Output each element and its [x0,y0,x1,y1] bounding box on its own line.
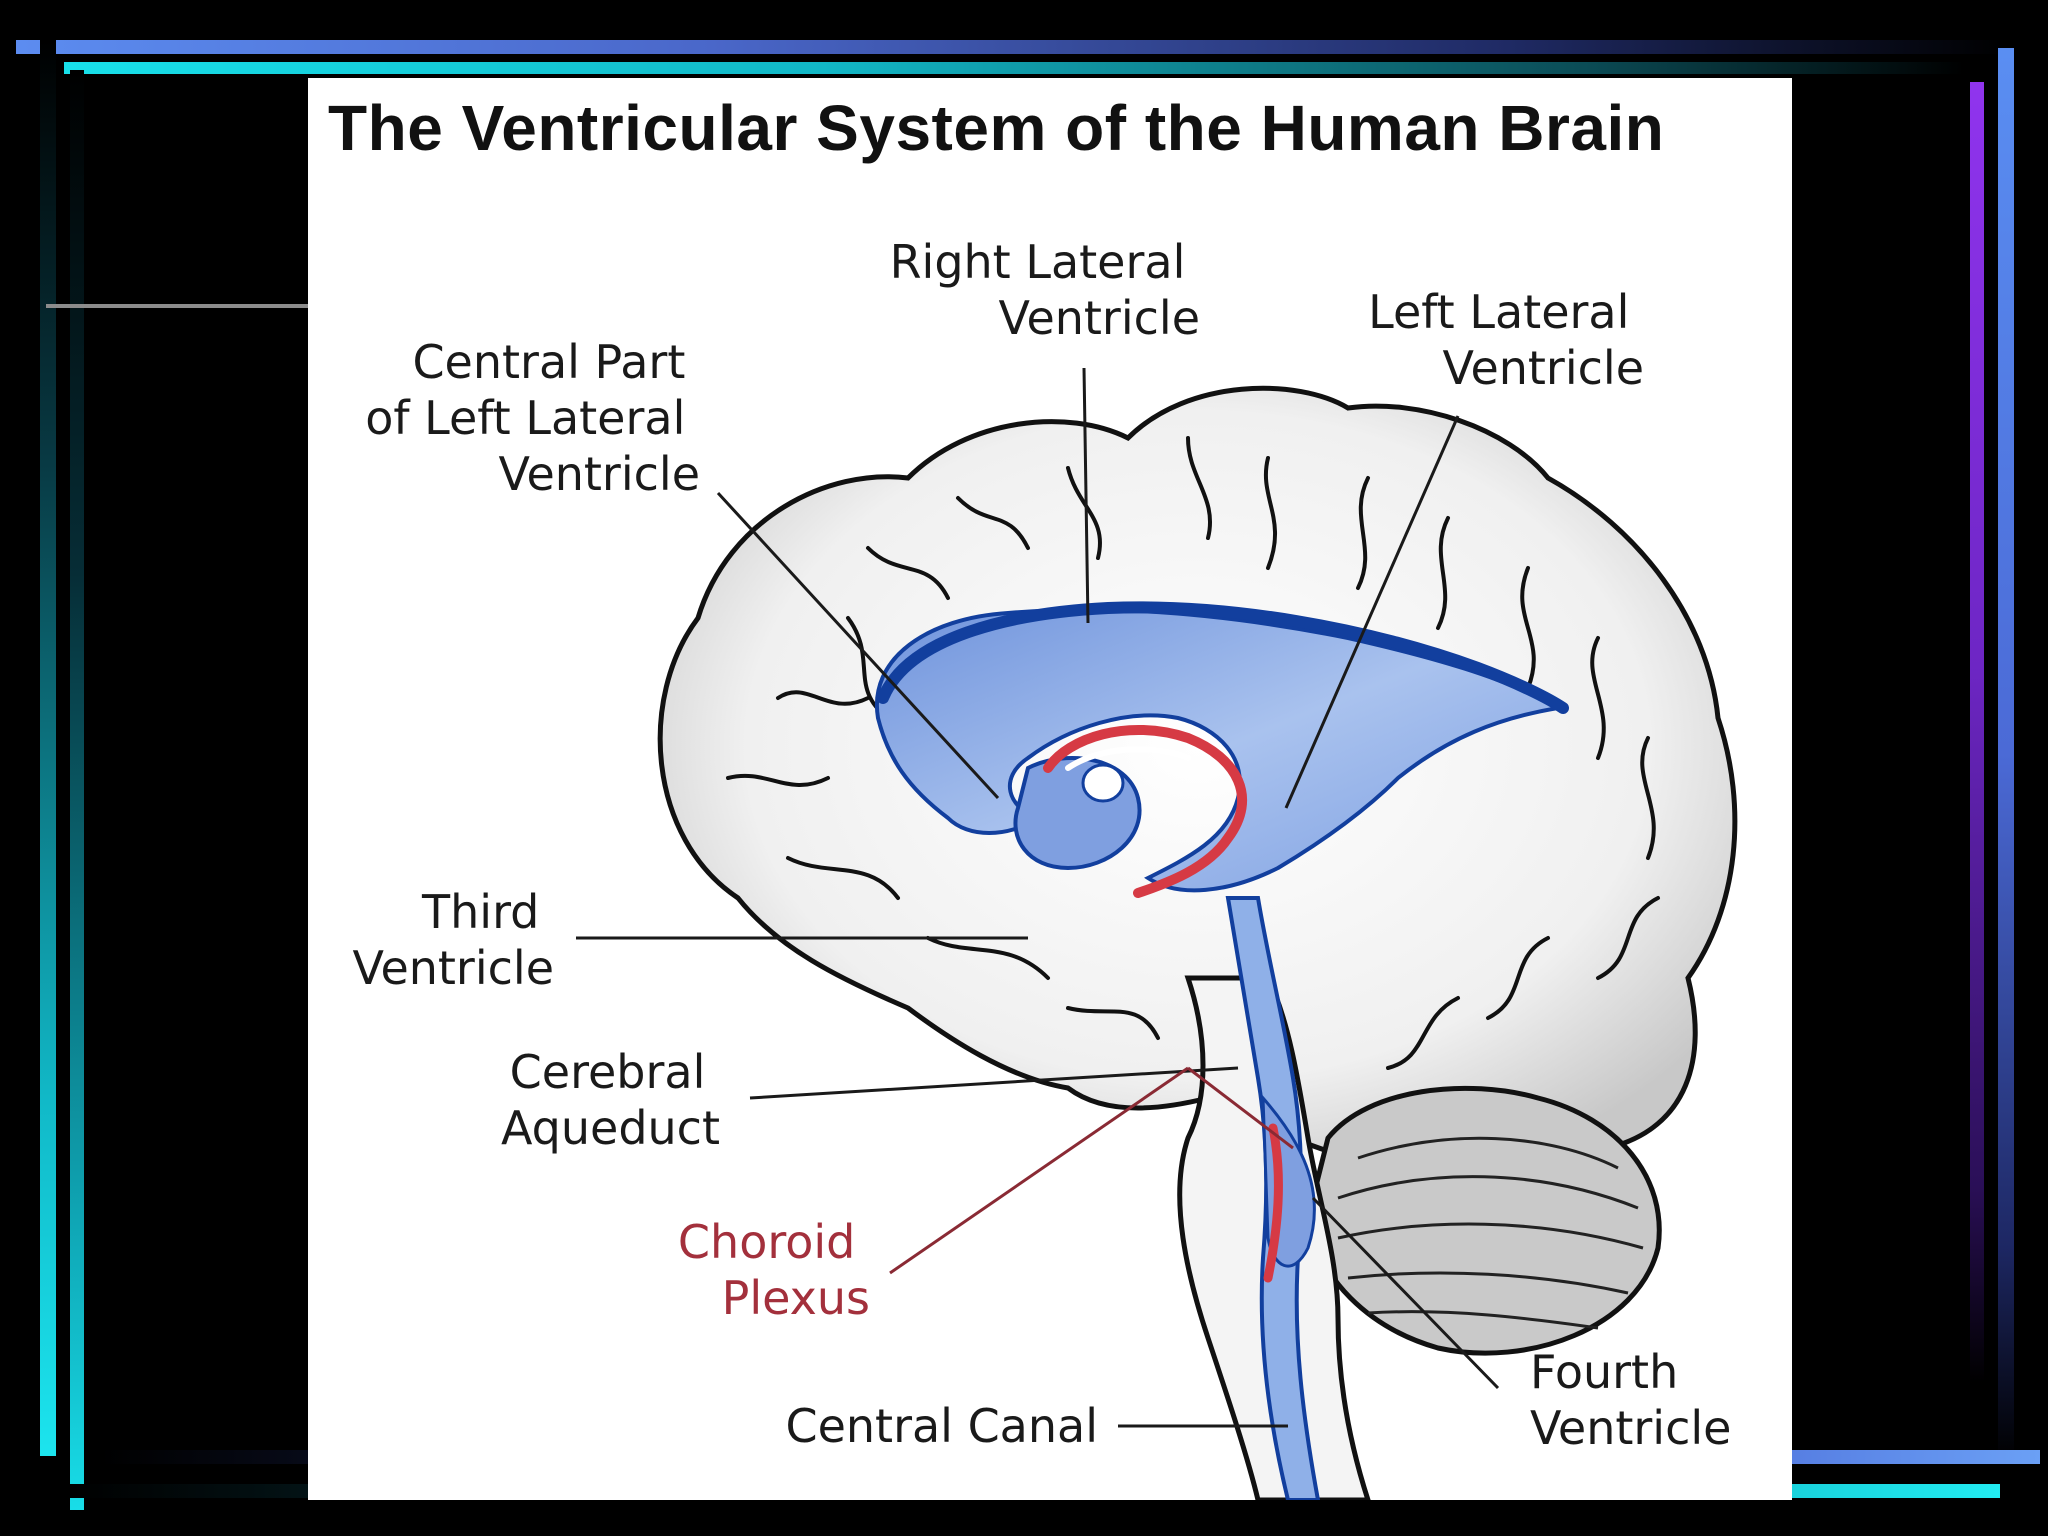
frame-bar-top-blue [16,40,2006,54]
label-central-part: Central Part of Left Lateral Ventricle [365,335,700,501]
slide-rule-line [46,304,308,308]
brain-sulci [726,436,1660,1070]
leader-fourth [1311,1196,1500,1390]
choroid-plexus-inner [1065,746,1191,771]
leader-choroid [889,1066,1294,1275]
choroid-plexus [1043,725,1248,898]
brain-cerebrum [657,385,1738,1186]
cerebellum-folia [1337,1136,1644,1330]
lateral-ventricle-edge [877,601,1569,714]
choroid-plexus-fourth [1263,1123,1283,1283]
label-third: Third Ventricle [353,885,554,995]
ventricular-system-diagram: Central Part of Left Lateral Ventricle R… [353,235,1738,1500]
brain-cerebellum [1305,1085,1662,1356]
label-cerebral-aqueduct: Cerebral Aqueduct [501,1045,720,1155]
label-central-canal: Central Canal [785,1399,1098,1453]
interventricular-foramen [1081,763,1125,803]
frame-bar-right-blue [1998,48,2014,1460]
leader-central-part [716,491,1000,800]
frame-bar-left-cyan [40,40,56,1456]
leader-right-lateral [1082,367,1090,624]
frame-bar-right-purple [1970,82,1984,1382]
label-right-lateral: Right Lateral Ventricle [890,235,1200,345]
label-left-lateral: Left Lateral Ventricle [1368,285,1644,395]
leader-cerebral-aqueduct [749,1066,1239,1100]
frame-bar-left-cyan-inner [70,70,84,1510]
figure-panel: The Ventricular System of the Human Brai… [308,78,1792,1500]
label-choroid-plexus: Choroid Plexus [678,1215,870,1325]
leader-lines [576,367,1500,1428]
label-fourth: Fourth Ventricle [1530,1345,1731,1455]
leader-left-lateral [1284,415,1460,809]
frame-bar-top-cyan [64,62,1964,74]
figure-title: The Ventricular System of the Human Brai… [328,92,1665,164]
